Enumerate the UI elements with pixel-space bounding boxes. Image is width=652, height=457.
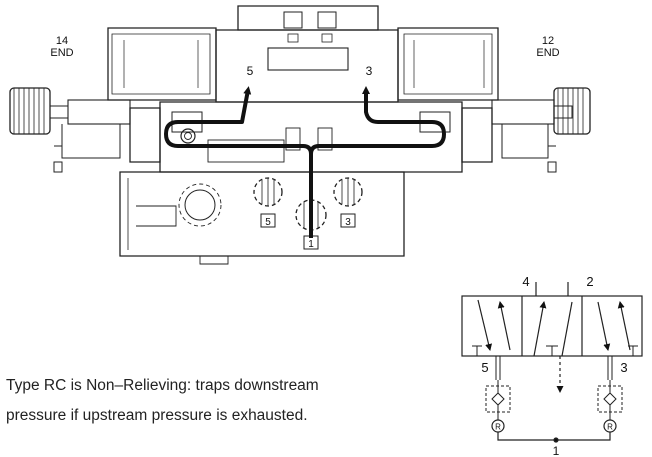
base-port-3-label: 3 <box>345 217 351 228</box>
base-port-1-label: 1 <box>308 239 314 250</box>
exhaust-port-3-label: 3 <box>366 64 373 78</box>
valve-body <box>129 101 493 173</box>
regulator-right-label: R <box>607 423 613 432</box>
center-pilot-body <box>215 5 399 103</box>
iso-symbol <box>461 282 643 443</box>
symbol-port-2-label: 2 <box>586 274 593 289</box>
exhaust-port-5-label: 5 <box>247 64 254 78</box>
left-override-knob <box>9 87 131 173</box>
symbol-port-3-label: 3 <box>620 360 627 375</box>
base-port-5-label: 5 <box>265 217 271 228</box>
left-solenoid <box>107 27 217 101</box>
symbol-port-1-label: 1 <box>553 444 560 457</box>
caption-line-2: pressure if upstream pressure is exhaust… <box>6 407 308 424</box>
base-port-5 <box>253 177 283 228</box>
right-override-knob <box>491 87 591 173</box>
base-port-3 <box>333 177 363 228</box>
regulator-left-label: R <box>495 423 501 432</box>
end-14-word: END <box>50 47 73 59</box>
symbol-port-4-label: 4 <box>522 274 529 289</box>
end-14-number: 14 <box>56 35 68 47</box>
right-solenoid <box>397 27 499 101</box>
end-12-number: 12 <box>542 35 554 47</box>
caption-line-1: Type RC is Non–Relieving: traps downstre… <box>6 377 319 394</box>
end-12-word: END <box>536 47 559 59</box>
flow-path <box>164 86 446 238</box>
valve-assembly <box>9 5 591 265</box>
symbol-port-5-label: 5 <box>481 360 488 375</box>
